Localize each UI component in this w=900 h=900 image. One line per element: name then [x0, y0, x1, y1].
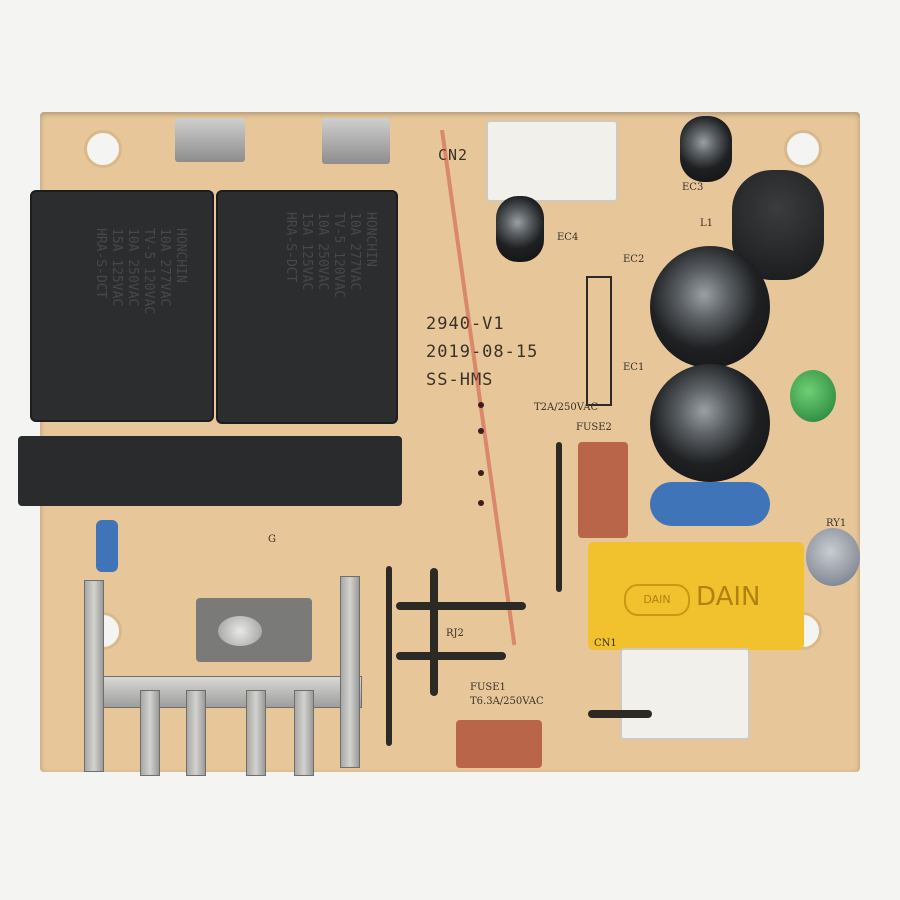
capacitor-ec2 — [650, 246, 770, 368]
varistor — [650, 482, 770, 526]
heatsink-fin — [246, 690, 266, 776]
label-g: G — [268, 534, 276, 545]
gray-component — [806, 528, 860, 586]
board-series: SS-HMS — [426, 370, 494, 390]
relay-right — [216, 190, 398, 424]
header-pins — [586, 276, 612, 406]
fuse1-label: FUSE1 — [470, 682, 506, 693]
green-component — [790, 370, 836, 422]
trace — [396, 652, 506, 660]
board-date: 2019-08-15 — [426, 342, 539, 362]
heatsink — [84, 676, 362, 708]
label-l1: L1 — [700, 218, 714, 229]
relay-left — [30, 190, 214, 422]
trace — [588, 710, 652, 718]
connector-cn2 — [486, 120, 618, 202]
heatsink-fin — [294, 690, 314, 776]
via — [478, 428, 484, 434]
blue-capacitor — [96, 520, 118, 572]
spade-terminal — [322, 118, 390, 164]
label-ec1: EC1 — [623, 362, 645, 373]
jumper-wire — [430, 568, 438, 696]
label-ry1: RY1 — [826, 518, 847, 529]
trace — [556, 442, 562, 592]
heatsink-fin — [84, 580, 104, 772]
heatsink-fin — [186, 690, 206, 776]
relay-base — [18, 436, 402, 506]
label-ec4: EC4 — [557, 232, 579, 243]
connector-cn1 — [620, 648, 750, 740]
heatsink-fin — [340, 576, 360, 768]
mounting-hole — [784, 130, 822, 168]
label-cn2: CN2 — [438, 146, 469, 164]
capacitor-ec3 — [680, 116, 732, 182]
fuse2-label: FUSE2 — [576, 422, 612, 433]
fuse1 — [456, 720, 542, 768]
label-rj2: RJ2 — [446, 628, 464, 639]
label-cn1: CN1 — [594, 638, 617, 649]
via — [478, 500, 484, 506]
screw-icon — [218, 616, 262, 646]
fuse2 — [578, 442, 628, 538]
trace — [386, 566, 392, 746]
capacitor-ec1 — [650, 364, 770, 482]
label-ec3: EC3 — [682, 182, 704, 193]
via — [478, 470, 484, 476]
label-ec2: EC2 — [623, 254, 645, 265]
fuse1-rating: T6.3A/250VAC — [470, 696, 544, 707]
capacitor-ec4 — [496, 196, 544, 262]
mounting-hole — [84, 130, 122, 168]
dain-logo: DAIN — [624, 584, 690, 616]
board-model: 2940-V1 — [426, 314, 505, 334]
fuse2-rating: T2A/250VAC — [534, 402, 599, 413]
spade-terminal — [175, 118, 245, 162]
heatsink-fin — [140, 690, 160, 776]
dain-text: DAIN — [696, 582, 761, 612]
trace — [396, 602, 526, 610]
via — [478, 402, 484, 408]
